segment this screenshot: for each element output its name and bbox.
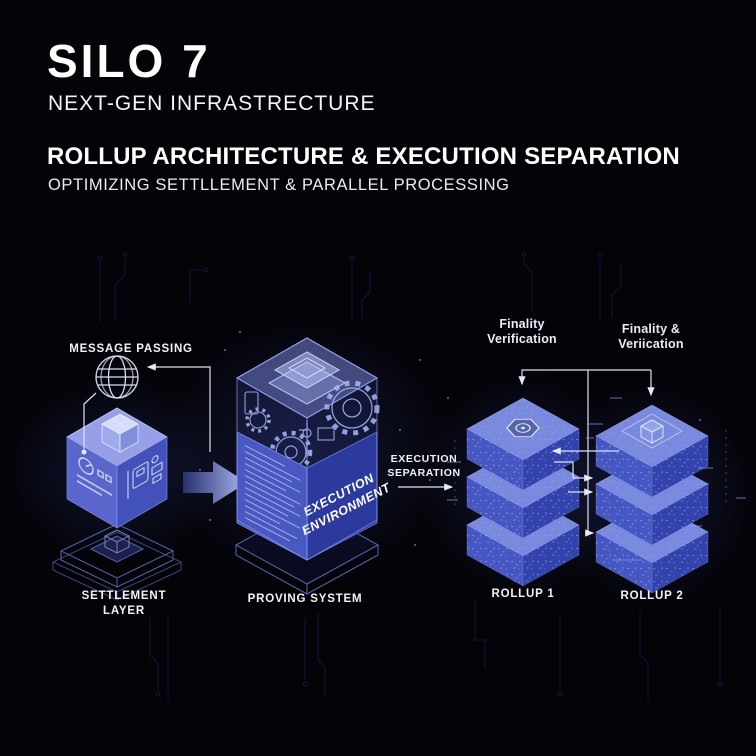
dashboard-icons — [127, 455, 163, 500]
page-subtitle: OPTIMIZING SETTLLEMENT & PARALLEL PROCES… — [48, 176, 510, 194]
message-passing-connectors — [81, 363, 211, 455]
circuit-traces — [97, 251, 723, 700]
ledger-logo-icon — [77, 457, 112, 497]
rollup1-caption-line2: Verification — [487, 332, 557, 346]
execution-separation-line2: SEPARATION — [387, 467, 460, 479]
settlement-label-line2: LAYER — [103, 605, 145, 617]
settlement-layer-node: MESSAGE PASSING SETTLEMENT LAYER — [51, 343, 211, 617]
proving-cube-outline — [236, 337, 378, 561]
flow-arrow-icon — [183, 461, 247, 504]
rollup2-caption-line2: Veriication — [618, 337, 683, 351]
brand-title: SILO 7 — [47, 35, 211, 87]
data-block-icon — [101, 413, 139, 453]
message-passing-label: MESSAGE PASSING — [69, 343, 193, 355]
chip-icon — [267, 351, 347, 405]
rollup1-node: ROLLUP 1 Finality Verification — [466, 317, 580, 600]
rollup1-label: ROLLUP 1 — [491, 588, 554, 600]
settlement-platform-wireframe — [51, 523, 183, 601]
rollup1-caption-line1: Finality — [499, 317, 544, 331]
particle-dots — [198, 330, 702, 547]
rollup2-caption-line1: Finality & — [622, 322, 680, 336]
proving-system-label: PROVING SYSTEM — [248, 593, 363, 605]
hexagon-emblem-icon — [506, 418, 540, 438]
rollup2-label: ROLLUP 2 — [620, 590, 683, 602]
execution-separation: EXECUTION SEPARATION — [387, 453, 460, 491]
cube-emblem-icon — [620, 413, 684, 449]
rollup2-node: ROLLUP 2 Finality & Veriication — [595, 322, 709, 602]
page-title: ROLLUP ARCHITECTURE & EXECUTION SEPARATI… — [47, 143, 680, 170]
execution-separation-line1: EXECUTION — [391, 453, 458, 465]
settlement-label-line1: SETTLEMENT — [82, 590, 167, 602]
decorative-dashes — [447, 397, 746, 561]
brand-tagline: NEXT-GEN INFRASTRECTURE — [48, 92, 376, 115]
globe-icon — [95, 355, 139, 399]
code-text-lines — [245, 445, 300, 542]
